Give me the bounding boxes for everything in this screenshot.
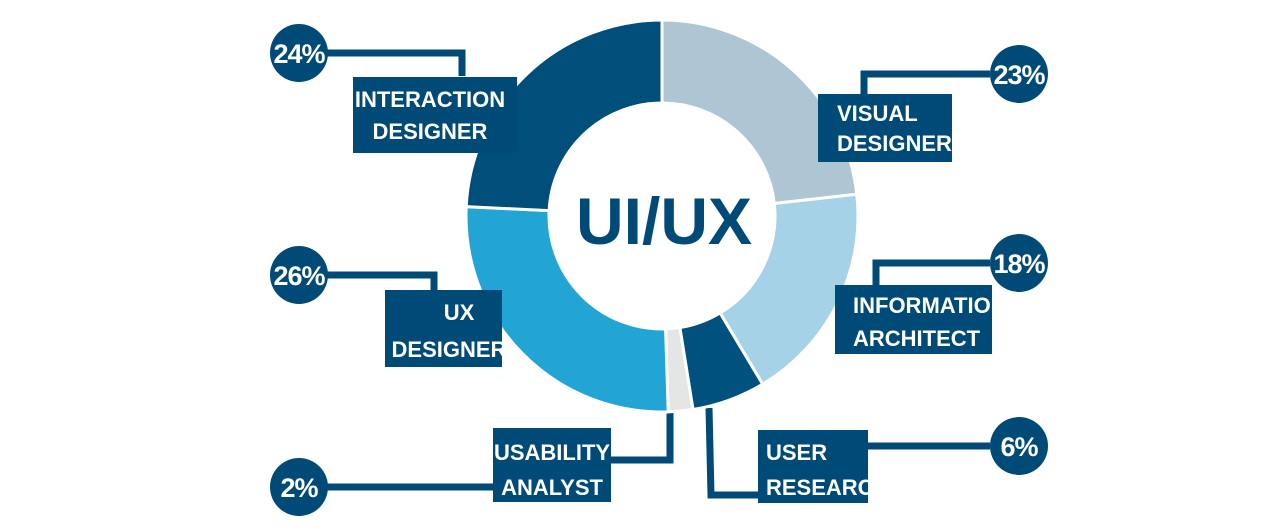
donut-center: UI/UX: [549, 103, 775, 329]
value-label-visual-designer: 23%: [993, 60, 1045, 90]
slice-label-user-research-line-2: RESEARCH: [766, 475, 889, 500]
slice-label-usability-analyst-line-1: USABILITY: [494, 440, 610, 465]
connector-interaction-designer: [300, 49, 466, 76]
value-badge-information-architect: [990, 234, 1048, 292]
slice-label-information-architect-line-1: INFORMATION: [853, 293, 1007, 318]
label-box-visual-designer: [818, 94, 952, 162]
value-badge-usability-analyst: [270, 458, 328, 516]
slice-labels: VISUAL DESIGNER 23% INFORMATION ARCHITECT 18%…: [270, 24, 1048, 516]
slice-label-ux-designer-line-2: DESIGNER: [392, 337, 507, 362]
slice-label-visual-designer-line-1: VISUAL: [837, 101, 918, 126]
slice-label-usability-analyst-line-2: ANALYST: [501, 475, 603, 500]
slice-label-interaction-designer-line-1: INTERACTION: [355, 87, 505, 112]
label-box-user-research: [758, 430, 868, 503]
value-label-information-architect: 18%: [993, 249, 1045, 279]
slice-label-user-research-line-1: USER: [766, 440, 827, 465]
value-label-ux-designer: 26%: [273, 261, 325, 291]
value-label-interaction-designer: 24%: [273, 39, 325, 69]
label-box-usability-analyst: [493, 428, 611, 502]
value-badge-visual-designer: [990, 45, 1048, 103]
label-box-information-architect: [835, 285, 992, 354]
donut-slices: [464, 18, 860, 414]
value-badge-ux-designer: [270, 246, 328, 304]
connector-information-architect: [872, 259, 990, 288]
value-badge-user-research: [990, 417, 1048, 475]
connector-user-research: [705, 407, 758, 499]
value-badge-interaction-designer: [270, 24, 328, 82]
connector-usability-analyst: [611, 413, 674, 464]
label-box-ux-designer: [385, 290, 502, 367]
value-label-usability-analyst: 2%: [280, 473, 318, 503]
connector-user-research-value: [844, 442, 990, 462]
slice-label-visual-designer-line-2: DESIGNER: [837, 131, 952, 156]
slice-label-information-architect-line-2: ARCHITECT: [853, 326, 981, 351]
slice-label-ux-designer-line-1: UX: [444, 300, 475, 325]
value-label-user-research: 6%: [1000, 432, 1038, 462]
donut-hole: [549, 103, 775, 329]
connector-ux-designer: [300, 271, 438, 296]
slice-label-interaction-designer-line-2: DESIGNER: [373, 119, 488, 144]
center-label: UI/UX: [576, 184, 752, 258]
label-box-interaction-designer: [353, 77, 517, 153]
